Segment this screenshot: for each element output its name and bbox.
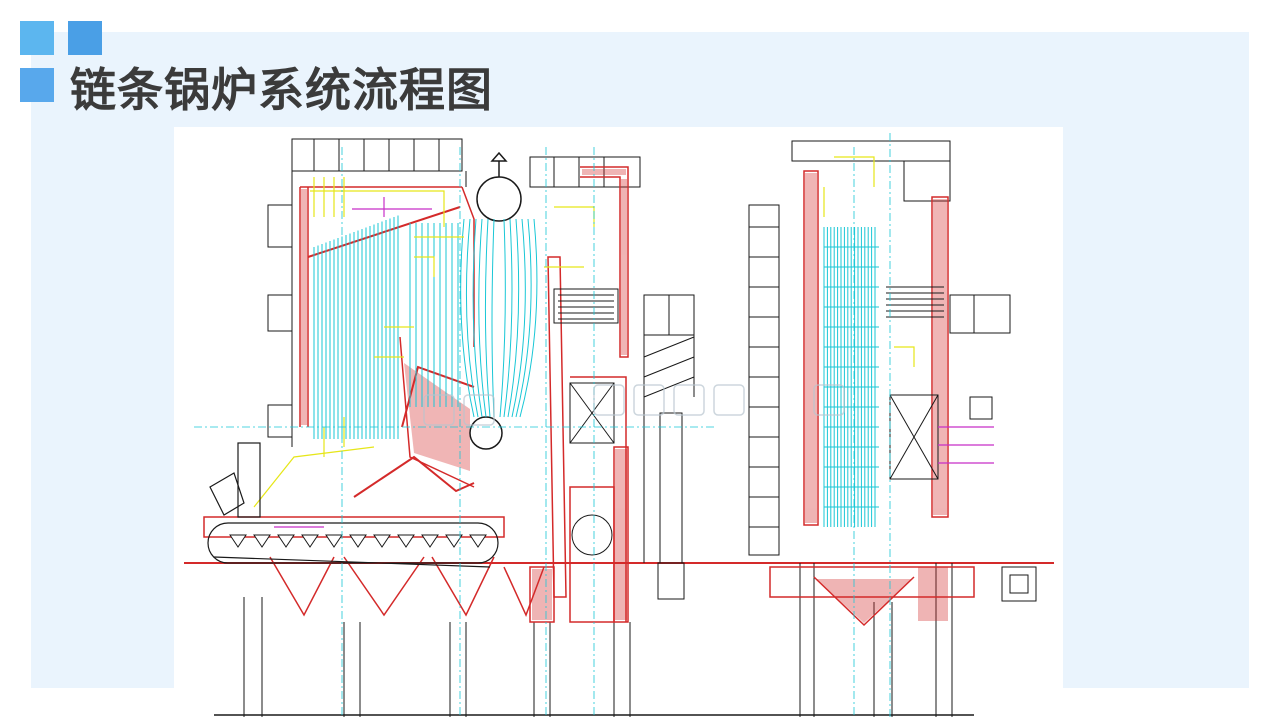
boiler-drawing [174,127,1063,720]
decor-square-2 [68,21,102,55]
slide-title: 链条锅炉系统流程图 [70,63,493,117]
boiler-cross-section-icon [184,133,1054,717]
decor-square-3 [20,68,54,102]
watermark-icon [423,384,845,426]
decor-square-1 [20,21,54,55]
